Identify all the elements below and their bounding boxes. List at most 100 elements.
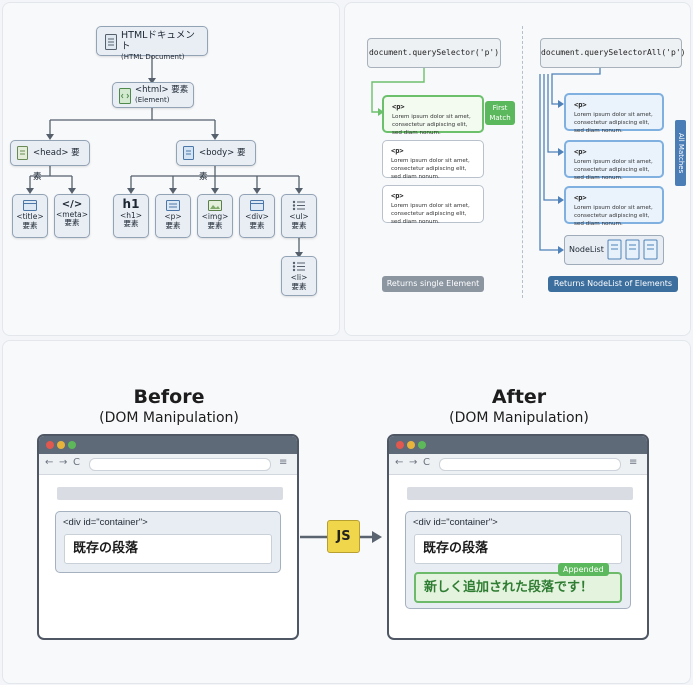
tree-node-html: <html> 要素 (Element) xyxy=(112,82,194,108)
after-browser-window: ← → C ≡ <div id="container"> 既存の段落 新しく追加… xyxy=(387,434,649,640)
first-match-badge: First Match xyxy=(485,101,515,125)
nodelist-documents-icon xyxy=(607,239,658,260)
container-div: <div id="container"> 既存の段落 新しく追加された段落です！… xyxy=(405,511,631,609)
leaf-label: 要素 xyxy=(22,220,38,230)
appended-badge: Appended xyxy=(558,563,609,576)
head-label: <head> 要素 xyxy=(33,148,80,182)
lorem-text: Lorem ipsum dolor sit amet, consectetur … xyxy=(391,158,470,180)
before-browser-window: ← → C ≡ <div id="container"> 既存の段落 xyxy=(37,434,299,640)
lorem-text: Lorem ipsum dolor sit amet, consectetur … xyxy=(574,205,653,227)
before-subtitle: (DOM Manipulation) xyxy=(99,410,239,426)
code-icon: </> xyxy=(61,199,83,210)
all-matches-badge: All Matches xyxy=(675,120,686,186)
existing-paragraph: 既存の段落 xyxy=(64,534,272,564)
leaf-label: 要素 xyxy=(291,281,307,291)
heading-icon: h1 xyxy=(122,197,140,211)
leaf-label: 要素 xyxy=(249,220,265,230)
image-icon xyxy=(208,200,222,211)
tree-node-div: <div> 要素 xyxy=(239,194,275,238)
menu-icon[interactable]: ≡ xyxy=(279,457,288,468)
window-icon xyxy=(23,200,37,211)
p-card-first-match: <p> Lorem ipsum dolor sit amet, consecte… xyxy=(382,95,484,136)
lorem-text: Lorem ipsum dolor sit amet, consectetur … xyxy=(392,114,471,136)
html-sublabel: (Element) xyxy=(135,95,170,104)
lorem-text: Lorem ipsum dolor sit amet, consectetur … xyxy=(391,203,470,225)
title-bar xyxy=(389,436,647,454)
after-title: After xyxy=(491,386,547,408)
nodelist-result: Returns NodeList of Elements xyxy=(548,276,678,292)
container-label: <div id="container"> xyxy=(413,517,498,528)
minimize-dot[interactable] xyxy=(57,441,65,449)
p-card-match: <p> Lorem ipsum dolor sit amet, consecte… xyxy=(564,186,664,227)
close-dot[interactable] xyxy=(396,441,404,449)
list-icon xyxy=(292,200,305,211)
leaf-label: 要素 xyxy=(64,218,80,228)
before-heading: Before (DOM Manipulation) xyxy=(38,386,300,426)
menu-icon[interactable]: ≡ xyxy=(629,457,638,468)
panel-divider xyxy=(522,26,523,298)
p-card-match: <p> Lorem ipsum dolor sit amet, consecte… xyxy=(564,93,664,134)
tree-node-ul: <ul> 要素 xyxy=(281,194,317,238)
leaf-tag: <meta> xyxy=(55,209,89,219)
minimize-dot[interactable] xyxy=(407,441,415,449)
lorem-text: Lorem ipsum dolor sit amet, consectetur … xyxy=(574,159,653,181)
nodelist-box: NodeList xyxy=(564,235,664,265)
js-badge: JS xyxy=(327,520,360,553)
p-card-match: <p> Lorem ipsum dolor sit amet, consecte… xyxy=(564,140,664,181)
placeholder-bar xyxy=(57,487,283,500)
reload-icon[interactable]: C xyxy=(73,457,80,468)
tree-node-title: <title> 要素 xyxy=(12,194,48,238)
appended-paragraph: 新しく追加された段落です！ xyxy=(414,572,622,603)
p-tag: <p> xyxy=(574,194,587,202)
tree-node-img: <img> 要素 xyxy=(197,194,233,238)
back-arrow-icon[interactable]: ← xyxy=(395,457,404,468)
single-element-result: Returns single Element xyxy=(382,276,484,292)
p-tag: <p> xyxy=(391,147,404,155)
after-heading: After (DOM Manipulation) xyxy=(388,386,650,426)
leaf-tag: <li> xyxy=(290,273,308,282)
maximize-dot[interactable] xyxy=(68,441,76,449)
js-label: JS xyxy=(336,529,351,544)
window-icon xyxy=(250,200,264,211)
leaf-tag: <ul> xyxy=(289,212,309,221)
tree-node-html-document: HTMLドキュメント (HTML Document) xyxy=(96,26,208,61)
leaf-label: 要素 xyxy=(207,220,223,230)
close-dot[interactable] xyxy=(46,441,54,449)
container-div: <div id="container"> 既存の段落 xyxy=(55,511,281,573)
title-bar xyxy=(39,436,297,454)
forward-arrow-icon[interactable]: → xyxy=(59,457,68,468)
document-icon xyxy=(105,34,117,50)
reload-icon[interactable]: C xyxy=(423,457,430,468)
address-bar[interactable] xyxy=(439,458,621,471)
root-sublabel: (HTML Document) xyxy=(121,52,185,61)
query-selector-code: document.querySelector('p') xyxy=(367,38,501,68)
leaf-tag: <p> xyxy=(164,212,182,221)
paragraph-icon xyxy=(166,200,180,211)
document-icon xyxy=(17,146,28,160)
leaf-label: 要素 xyxy=(291,220,307,230)
back-arrow-icon[interactable]: ← xyxy=(45,457,54,468)
container-label: <div id="container"> xyxy=(63,517,148,528)
address-bar[interactable] xyxy=(89,458,271,471)
leaf-label: 要素 xyxy=(165,220,181,230)
body-label: <body> 要素 xyxy=(199,148,246,182)
placeholder-bar xyxy=(407,487,633,500)
html-label: <html> 要素 xyxy=(135,85,189,95)
p-tag: <p> xyxy=(574,148,587,156)
forward-arrow-icon[interactable]: → xyxy=(409,457,418,468)
before-title: Before xyxy=(133,386,205,408)
existing-paragraph: 既存の段落 xyxy=(414,534,622,564)
document-icon xyxy=(183,146,194,160)
root-label: HTMLドキュメント xyxy=(121,30,195,52)
nav-bar: ← → C ≡ xyxy=(39,454,297,475)
leaf-tag: <h1> xyxy=(119,210,143,220)
nodelist-label: NodeList xyxy=(569,245,604,254)
p-tag: <p> xyxy=(574,101,587,109)
maximize-dot[interactable] xyxy=(418,441,426,449)
nav-bar: ← → C ≡ xyxy=(389,454,647,475)
tree-node-li: <li> 要素 xyxy=(281,256,317,296)
leaf-tag: <div> xyxy=(245,212,269,221)
tree-node-body: <body> 要素 xyxy=(176,140,256,182)
tree-node-p: <p> 要素 xyxy=(155,194,191,238)
p-tag: <p> xyxy=(392,103,405,111)
